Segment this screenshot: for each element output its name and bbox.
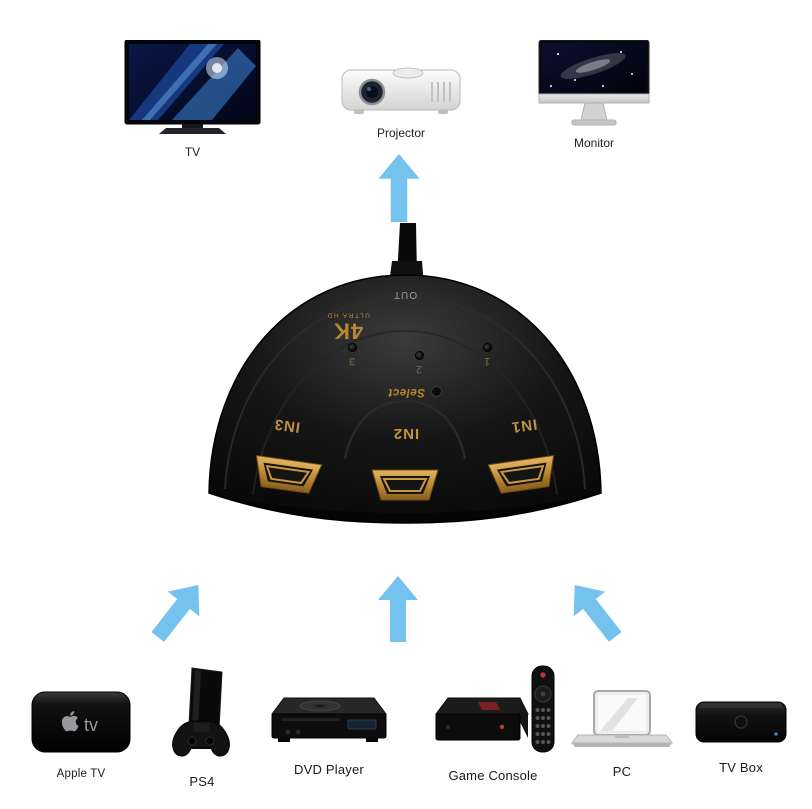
apple-icon <box>61 711 79 732</box>
hdmi-switch-body <box>208 223 602 524</box>
ps4-icon <box>172 667 230 757</box>
tv-box-device: TV Box <box>688 690 794 775</box>
led-dot <box>347 343 357 352</box>
led-indicator-1: 1 <box>475 343 499 367</box>
projector-device: Projector <box>336 60 466 140</box>
led-number: 2 <box>415 363 423 375</box>
tv-icon <box>124 39 261 134</box>
up-left-arrow-icon <box>573 584 622 642</box>
apple-tv-device: tv Apple TV <box>22 686 140 780</box>
in2-label: IN2 <box>392 425 420 442</box>
monitor-label: Monitor <box>573 136 614 150</box>
dvd-player-label: DVD Player <box>294 762 364 777</box>
projector-icon <box>341 67 461 114</box>
up-arrow-icon <box>378 576 418 642</box>
game-console-icon <box>435 665 555 753</box>
led-indicator-2: 2 <box>407 351 431 375</box>
led-dot <box>482 343 492 352</box>
game-console-device: Game Console <box>424 662 562 783</box>
select-control: Select <box>377 383 453 401</box>
brand-4k-text: 4K <box>332 318 364 344</box>
hdmi-switch: OUT 4K ULTRA HD 3 2 1 Select IN3 IN2 IN1 <box>195 205 615 540</box>
monitor-device: Monitor <box>533 39 655 150</box>
pc-device: PC <box>566 690 678 779</box>
tv-label: TV <box>184 145 201 159</box>
ps4-label: PS4 <box>189 774 215 789</box>
remote-control <box>531 665 555 753</box>
led-indicator-3: 3 <box>340 343 364 367</box>
monitor-icon <box>538 39 650 126</box>
4k-ultrahd-logo: 4K ULTRA HD <box>315 311 381 344</box>
projector-label: Projector <box>376 126 426 140</box>
up-arrow-icon <box>378 154 420 222</box>
dvd-player-icon <box>271 697 387 742</box>
ps4-device: PS4 <box>156 664 248 789</box>
ps4-controller <box>172 720 230 757</box>
hdmi-port-in1 <box>487 454 555 494</box>
laptop-icon <box>571 690 673 747</box>
led-number: 3 <box>348 355 356 367</box>
hdmi-port-in2 <box>371 469 439 501</box>
apple-tv-logo-text: tv <box>84 715 98 735</box>
led-dot <box>414 351 424 360</box>
tv-box-icon <box>695 701 787 743</box>
select-button <box>430 386 442 398</box>
up-right-arrow-icon <box>151 584 200 642</box>
tv-device: TV <box>120 39 265 159</box>
tv-box-label: TV Box <box>719 760 763 775</box>
apple-tv-label: Apple TV <box>56 768 106 780</box>
out-port-label: OUT <box>392 289 418 300</box>
apple-tv-icon: tv <box>31 691 131 753</box>
hdmi-port-in3 <box>255 454 323 494</box>
dvd-player-device: DVD Player <box>268 688 390 777</box>
led-number: 1 <box>483 355 491 367</box>
game-console-label: Game Console <box>448 768 538 783</box>
brand-ultrahd-text: ULTRA HD <box>326 311 370 319</box>
select-label: Select <box>388 386 425 398</box>
pc-label: PC <box>612 764 632 779</box>
